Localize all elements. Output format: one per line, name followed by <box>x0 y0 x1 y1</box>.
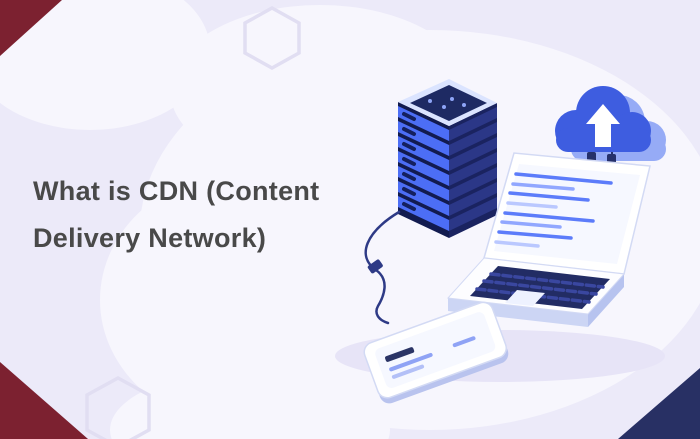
upload-arrow-icon <box>586 104 620 147</box>
trackpad <box>505 290 545 306</box>
corner-triangle-bottom-left <box>0 362 88 439</box>
smartphone-illustration <box>363 301 509 404</box>
code-lines <box>494 172 613 248</box>
hexagon-bottom-icon <box>85 376 151 439</box>
connector-cable <box>364 210 401 325</box>
cable-plug-icon <box>367 259 383 274</box>
decor-hexagons <box>85 5 301 439</box>
page-title-line-1: What is CDN (Content <box>33 176 320 206</box>
upload-cloud-icon <box>555 86 666 167</box>
page-title-line-2: Delivery Network) <box>33 223 267 253</box>
page-title: What is CDN (Content Delivery Network) <box>33 168 373 262</box>
corner-triangle-top-left <box>0 0 62 56</box>
corner-triangle-bottom-right <box>618 368 700 439</box>
server-rack-illustration <box>398 79 497 238</box>
hexagon-top-icon <box>243 5 301 71</box>
